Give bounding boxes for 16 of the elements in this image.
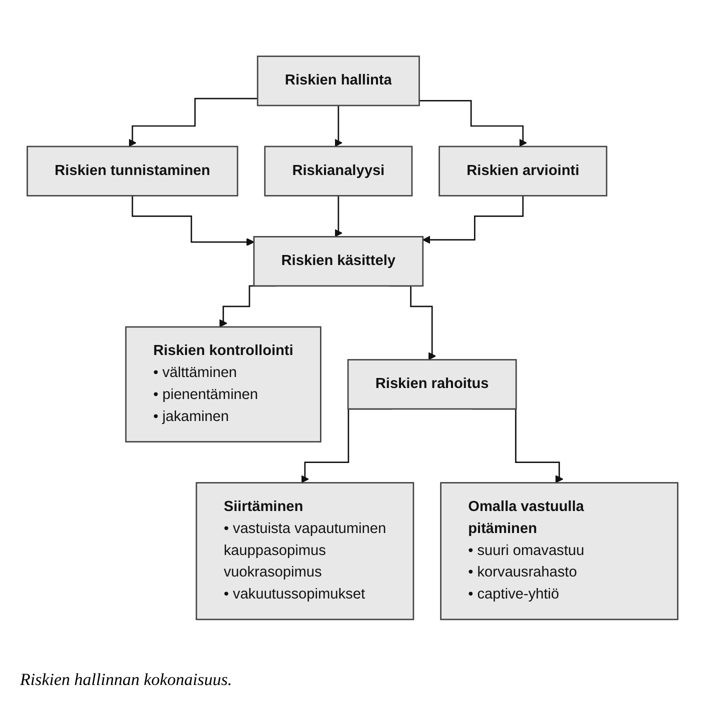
arrow (128, 98, 258, 147)
arrow (334, 104, 342, 147)
node-box: Riskien hallinta (256, 56, 420, 106)
node-box: Riskien käsittely (253, 236, 424, 287)
caption: Riskien hallinnan kokonaisuus. (20, 670, 234, 690)
node-box: Riskien tunnistaminen (26, 146, 238, 197)
node-box: Riskianalyysi (264, 146, 413, 197)
arrow (132, 195, 254, 246)
arrow (419, 100, 527, 147)
node-box: Riskien kontrollointi • välttäminen • pienentäminen • jakaminen (125, 326, 322, 443)
node-box: Riskien rahoitus (347, 359, 517, 410)
node-box: Siirtäminen • vastuista vapautuminen kauppasopimus vuokrasopimus • vakuutussopimukset (196, 482, 414, 620)
node-box: Riskien arviointi (438, 146, 608, 197)
arrow (422, 195, 524, 244)
node-box: Omalla vastuulla pitäminen • suuri omavastuu • korvausrahasto • captive-yhtiö (440, 482, 678, 620)
arrow (334, 195, 342, 238)
